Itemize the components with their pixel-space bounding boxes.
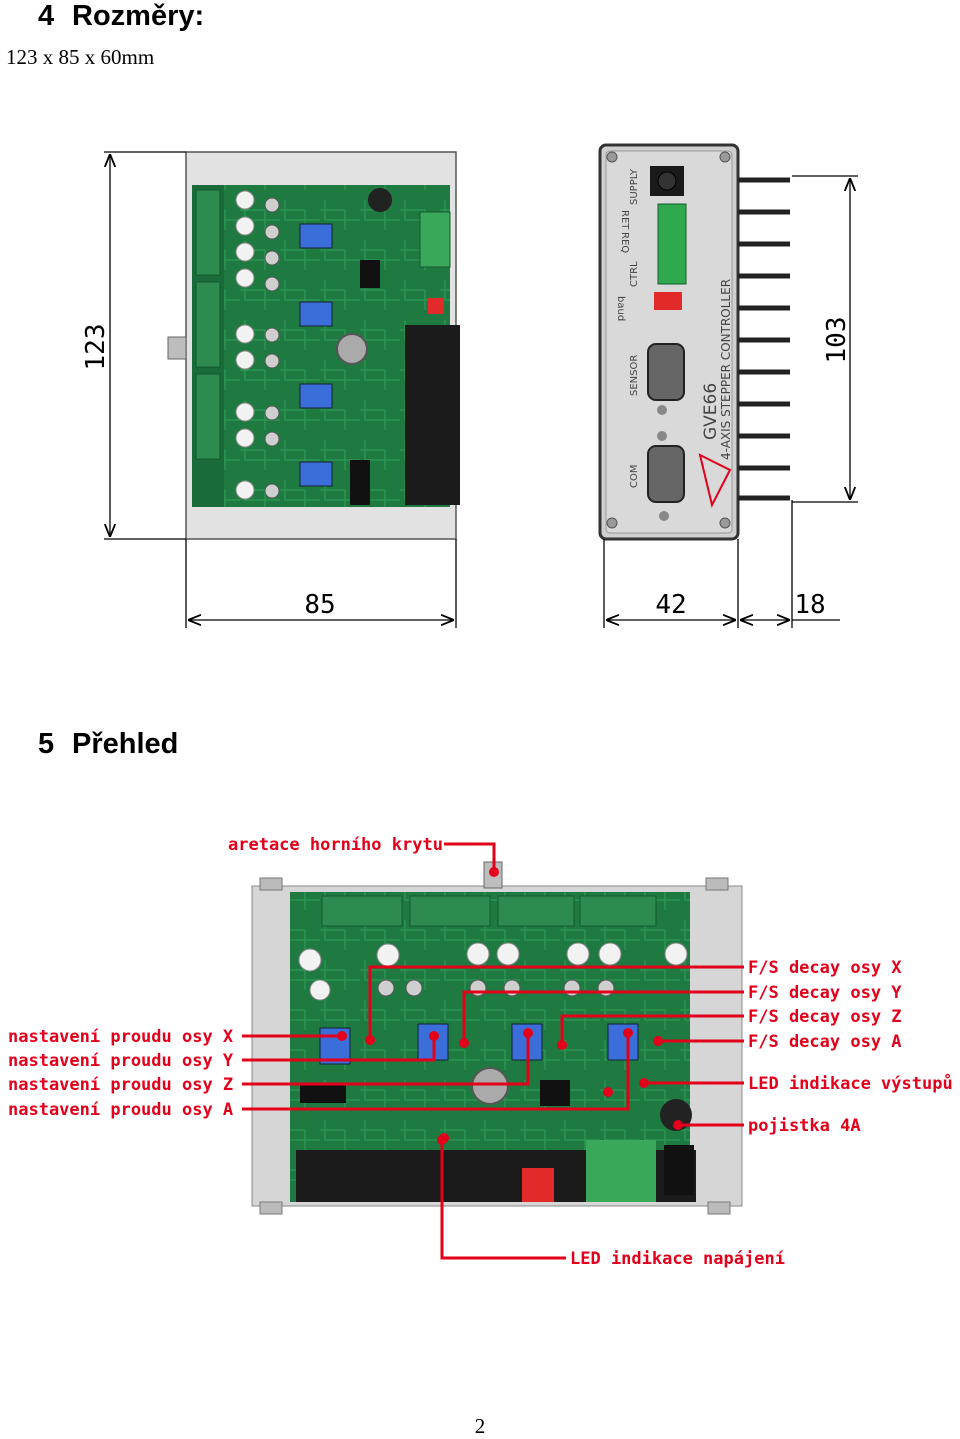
callout-top-cover-latch: aretace horního krytu — [228, 835, 443, 855]
panel-baud: baud — [615, 296, 626, 321]
section-title: Přehled — [72, 728, 179, 760]
dim-connector-label: 18 — [794, 590, 825, 620]
panel-sensor: SENSOR — [629, 355, 640, 396]
dim-height-label: 123 — [81, 324, 111, 371]
callout-current-z: nastavení proudu osy Z — [8, 1075, 233, 1095]
overview-board — [251, 861, 743, 1215]
callout-current-a: nastavení proudu osy A — [8, 1100, 233, 1120]
section-number: 5 — [38, 728, 55, 760]
board-top-view — [167, 151, 460, 540]
dim-panel-height-label: 103 — [822, 317, 852, 364]
panel-ctrl: CTRL — [629, 261, 640, 287]
dimensions-text: 123 x 85 x 60mm — [6, 45, 155, 69]
callout-current-x: nastavení proudu osy X — [8, 1027, 234, 1047]
section-title: Rozměry: — [72, 0, 205, 32]
page-number: 2 — [474, 1414, 486, 1438]
panel-subtitle: 4-AXIS STEPPER CONTROLLER — [719, 279, 733, 460]
dim-width-label: 85 — [304, 590, 335, 620]
callout-lines — [242, 842, 744, 1260]
callout-fs-decay-x: F/S decay osy X — [748, 958, 902, 978]
dim-depth-label: 42 — [655, 590, 686, 620]
callout-current-y: nastavení proudu osy Y — [8, 1051, 234, 1071]
section-number: 4 — [38, 0, 55, 32]
callout-fuse: pojistka 4A — [748, 1116, 861, 1136]
callout-fs-decay-a: F/S decay osy A — [748, 1032, 902, 1052]
panel-supply: SUPPLY — [629, 168, 640, 205]
panel-com: COM — [629, 465, 640, 488]
section-5-heading: 5 Přehled — [38, 728, 178, 761]
panel-model: GVE66 — [701, 383, 721, 440]
callout-dots — [337, 867, 683, 1145]
callout-fs-decay-z: F/S decay osy Z — [748, 1007, 902, 1027]
dimension-lines-front — [603, 175, 858, 628]
section-4-heading: 4 Rozměry: — [38, 0, 204, 33]
front-panel-view: SUPPLY RET REQ CTRL baud SENSOR COM GVE6… — [598, 143, 790, 541]
dimension-lines-top — [104, 151, 457, 628]
panel-req: REQ — [619, 232, 630, 253]
callout-led-outputs: LED indikace výstupů — [748, 1072, 953, 1094]
callout-fs-decay-y: F/S decay osy Y — [748, 983, 902, 1003]
callout-led-power: LED indikace napájení — [570, 1249, 785, 1269]
panel-ret: RET — [619, 210, 630, 230]
